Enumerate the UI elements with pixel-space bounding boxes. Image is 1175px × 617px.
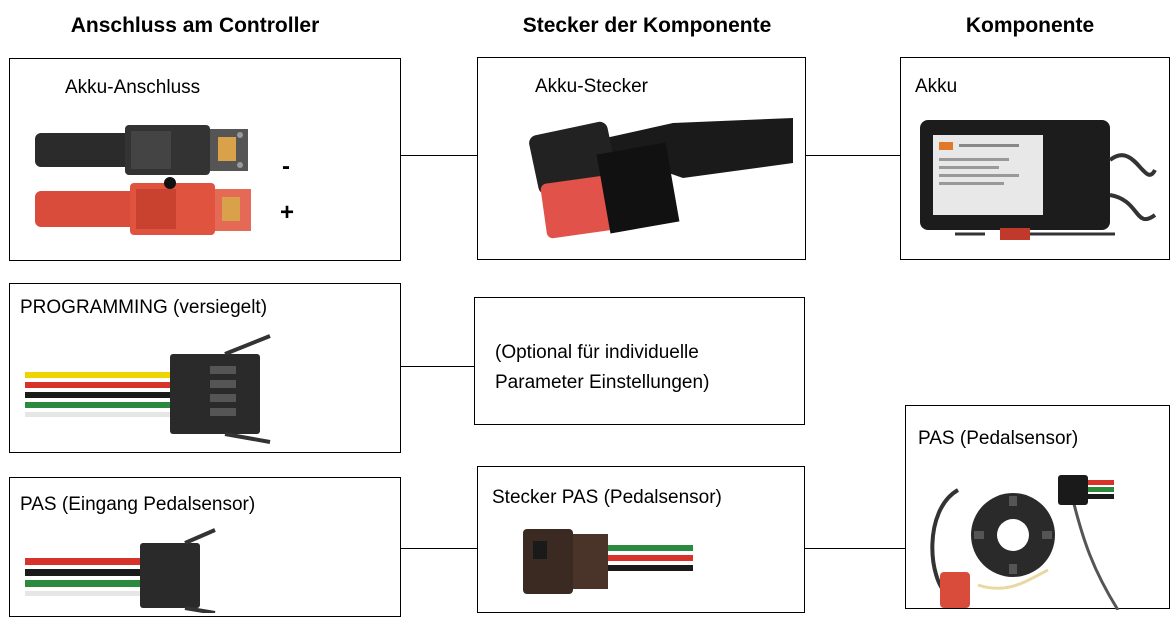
battery-plug-image: [529, 118, 793, 239]
header-component: Komponente: [965, 14, 1095, 37]
pas-port-box: PAS (Eingang Pedalsensor): [9, 477, 401, 617]
minus-sign: -: [282, 153, 290, 180]
connector-line-programming: [401, 366, 474, 367]
battery-plug-label: Akku-Stecker: [535, 76, 648, 97]
connector-line-battery-1: [401, 155, 477, 156]
connector-line-pas-1: [401, 548, 477, 549]
programming-port-image: [25, 334, 271, 444]
header-connector: Stecker der Komponente: [522, 14, 772, 37]
pas-sensor-label: PAS (Pedalsensor): [918, 428, 1079, 449]
header-controller: Anschluss am Controller: [70, 14, 320, 37]
plus-sign: +: [280, 199, 295, 226]
pas-plug-image: [523, 529, 693, 594]
pas-sensor-box: PAS (Pedalsensor): [905, 405, 1170, 610]
battery-port-label: Akku-Anschluss: [65, 77, 201, 98]
programming-port-box: PROGRAMMING (versiegelt): [9, 283, 401, 453]
programming-port-label: PROGRAMMING (versiegelt): [20, 297, 268, 318]
pas-port-image: [25, 528, 216, 613]
programming-note-box: (Optional für individuelle Parameter Ein…: [474, 297, 805, 425]
battery-label: Akku: [915, 76, 958, 97]
battery-port-box: Akku-Anschluss - +: [9, 58, 401, 261]
pas-sensor-image: [930, 475, 1120, 610]
battery-port-image: [35, 125, 251, 235]
pas-plug-label: Stecker PAS (Pedalsensor): [492, 487, 722, 508]
pas-plug-box: Stecker PAS (Pedalsensor): [477, 466, 805, 613]
programming-note-line2: Parameter Einstellungen): [495, 372, 710, 393]
pas-port-label: PAS (Eingang Pedalsensor): [20, 494, 256, 515]
battery-box: Akku: [900, 57, 1170, 260]
programming-note-line1: (Optional für individuelle: [495, 342, 699, 363]
connector-line-battery-2: [806, 155, 900, 156]
battery-image: [920, 120, 1157, 240]
connector-line-pas-2: [805, 548, 905, 549]
battery-plug-box: Akku-Stecker: [477, 57, 806, 260]
